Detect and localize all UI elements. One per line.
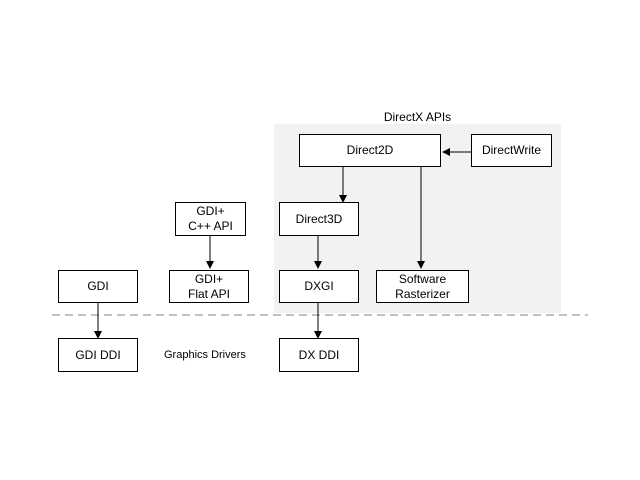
dx-ddi-box: DX DDI [279,338,359,372]
graphics-drivers-label: Graphics Drivers [164,349,246,361]
gdi-box: GDI [58,270,138,303]
direct2d-box: Direct2D [299,134,441,167]
gdiplus-flat-api-box: GDI+ Flat API [169,270,249,303]
directx-apis-title: DirectX APIs [383,110,452,124]
software-rasterizer-box: Software Rasterizer [376,270,469,303]
gdi-ddi-box: GDI DDI [58,338,138,372]
dxgi-box: DXGI [279,270,359,303]
gdiplus-cpp-api-box: GDI+ C++ API [175,202,246,236]
directwrite-box: DirectWrite [471,134,552,167]
direct3d-box: Direct3D [279,202,359,236]
